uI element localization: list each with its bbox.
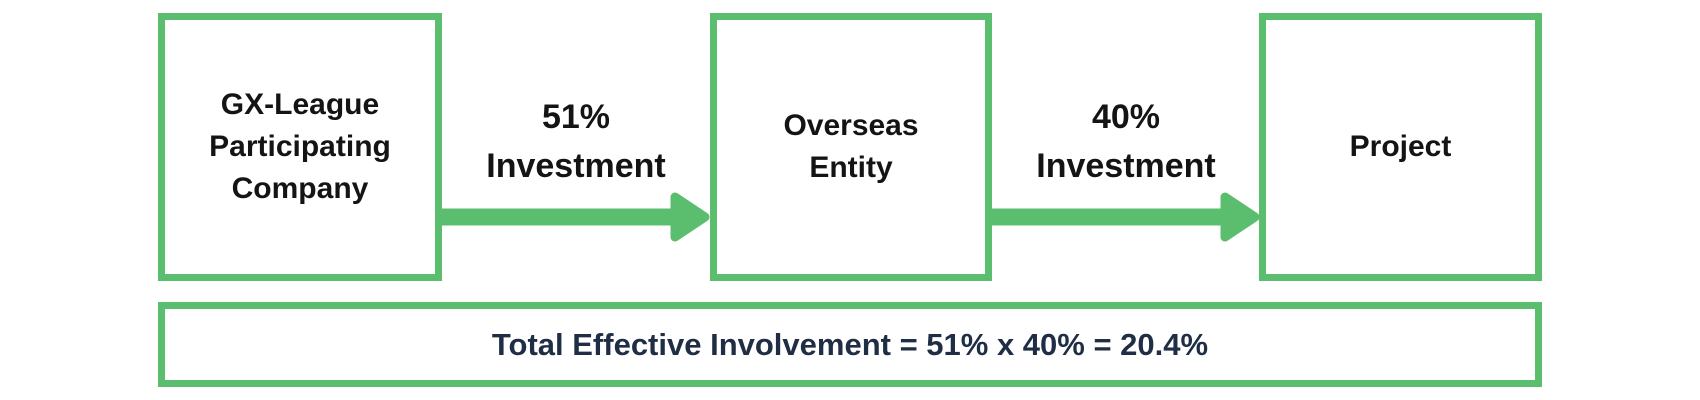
box-overseas-entity-label: Overseas Entity <box>783 109 919 184</box>
arrow-label-51-percent-investment: 51% Investment <box>486 98 666 185</box>
total-effective-involvement-label: Total Effective Involvement = 51% x 40% … <box>491 326 1209 362</box>
box-overseas-entity: Overseas Entity <box>710 13 992 281</box>
right-arrow-icon <box>442 192 710 242</box>
right-arrow-icon <box>992 192 1260 242</box>
arrow-label-40-percent-investment: 40% Investment <box>1036 98 1216 185</box>
box-project: Project <box>1259 13 1542 281</box>
box-gx-league-participating-company: GX-League Participating Company <box>158 13 442 281</box>
box-gx-league-participating-company-label: GX-League Participating Company <box>209 88 391 205</box>
total-effective-involvement-bar: Total Effective Involvement = 51% x 40% … <box>158 302 1542 387</box>
box-project-label: Project <box>1349 130 1452 163</box>
